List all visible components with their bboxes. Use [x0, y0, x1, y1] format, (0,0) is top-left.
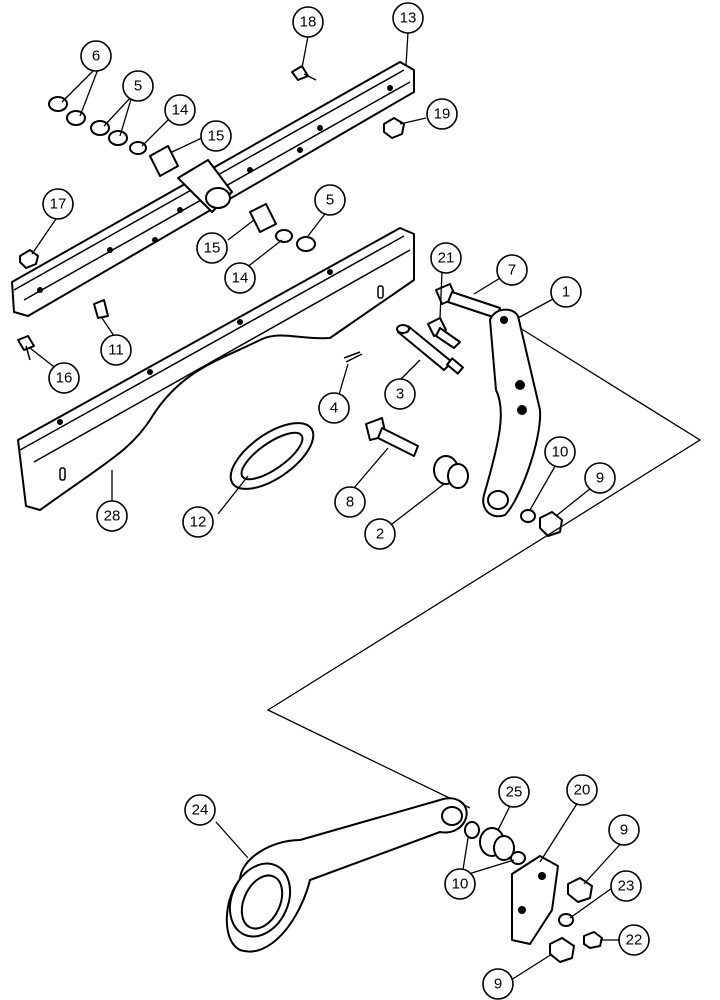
callout-15-lower: 15 [196, 232, 228, 264]
bolt-8-part [365, 417, 419, 457]
bolt-16-part [17, 335, 35, 361]
washer-23-part [558, 913, 574, 927]
callout-8: 8 [334, 486, 366, 518]
callout-label: 5 [134, 78, 142, 95]
callout-4: 4 [318, 392, 350, 424]
washer-10-part [520, 509, 536, 523]
callout-25: 25 [498, 776, 530, 808]
pivot-boss-part [177, 159, 233, 213]
callout-label: 11 [108, 342, 124, 359]
callout-3: 3 [384, 378, 416, 410]
callout-18: 18 [292, 6, 324, 38]
callout-9-upper: 9 [584, 462, 616, 494]
callout-16: 16 [48, 362, 80, 394]
callout-label: 16 [56, 370, 73, 387]
callout-label: 10 [452, 876, 469, 893]
callout-label: 23 [618, 878, 635, 895]
callout-label: 12 [190, 514, 207, 531]
callout-label: 3 [396, 386, 404, 403]
callout-label: 13 [400, 10, 417, 27]
callout-1: 1 [550, 276, 582, 308]
callout-label: 14 [172, 102, 189, 119]
nut-9-lower-b-part [549, 937, 575, 963]
callout-label: 22 [626, 932, 643, 949]
callout-15-upper: 15 [200, 120, 232, 152]
washer-10-lower-part [464, 821, 526, 865]
washers-6-part [48, 96, 86, 126]
callout-13: 13 [392, 2, 424, 34]
callout-label: 21 [438, 250, 455, 267]
nut-22-part [583, 931, 603, 949]
callout-22: 22 [618, 924, 650, 956]
callout-24: 24 [184, 794, 216, 826]
callout-label: 6 [92, 48, 100, 65]
nut-17-part [19, 249, 39, 269]
callout-label: 4 [330, 400, 338, 417]
callout-7: 7 [496, 254, 528, 286]
lever-arm-part [482, 308, 542, 518]
callout-17: 17 [42, 188, 74, 220]
callout-label: 1 [562, 284, 570, 301]
bolt-7-part [435, 283, 501, 319]
assembly-link-line [266, 327, 702, 809]
callout-label: 8 [346, 494, 354, 511]
callout-19: 19 [426, 98, 458, 130]
callout-label: 14 [232, 270, 249, 287]
pin-part [396, 324, 464, 375]
callout-14-lower: 14 [224, 262, 256, 294]
callout-label: 28 [104, 508, 121, 525]
nut-9-lower-a-part [567, 877, 593, 903]
callout-label: 17 [50, 196, 67, 213]
callout-label: 24 [192, 802, 209, 819]
callout-12: 12 [182, 506, 214, 538]
callout-label: 19 [434, 106, 451, 123]
callout-10-lower: 10 [444, 868, 476, 900]
callout-11: 11 [100, 334, 132, 366]
connecting-rod-part [225, 797, 468, 953]
callout-5-lower: 5 [314, 184, 346, 216]
callout-23: 23 [610, 870, 642, 902]
callout-10-upper: 10 [544, 436, 576, 468]
callout-5-upper: 5 [122, 70, 154, 102]
callout-label: 15 [208, 128, 225, 145]
callout-9-lower-b: 9 [482, 968, 514, 1000]
callout-label: 2 [376, 526, 384, 543]
callout-label: 18 [300, 14, 317, 31]
callout-28: 28 [96, 500, 128, 532]
washers-5-part [90, 120, 316, 252]
bushing-2-part [433, 455, 469, 489]
plate-20-part [511, 855, 559, 945]
bolt-18-part [291, 65, 317, 81]
cotter-pin-part [343, 351, 363, 363]
nut-19-part [383, 117, 405, 139]
callout-label: 9 [620, 822, 628, 839]
callout-label: 7 [508, 262, 516, 279]
callout-label: 25 [506, 784, 523, 801]
callout-9-lower-a: 9 [608, 814, 640, 846]
bolt-11-part [93, 299, 109, 319]
oval-grommet-part [229, 422, 315, 490]
leader-lines [29, 31, 625, 983]
lower-rail-part [17, 227, 415, 511]
callout-20: 20 [566, 774, 598, 806]
bushings-15-part [149, 145, 277, 233]
rings-14-part [129, 141, 293, 243]
callout-6: 6 [80, 40, 112, 72]
callout-label: 10 [552, 444, 569, 461]
callout-label: 9 [494, 976, 502, 993]
bushing-25-part [479, 827, 515, 861]
callout-label: 15 [204, 240, 221, 257]
bolt-21-part [427, 317, 461, 349]
callout-label: 9 [596, 470, 604, 487]
callout-21: 21 [430, 242, 462, 274]
callout-14-upper: 14 [164, 94, 196, 126]
callout-label: 20 [574, 782, 591, 799]
callout-2: 2 [364, 518, 396, 550]
callout-label: 5 [326, 192, 334, 209]
